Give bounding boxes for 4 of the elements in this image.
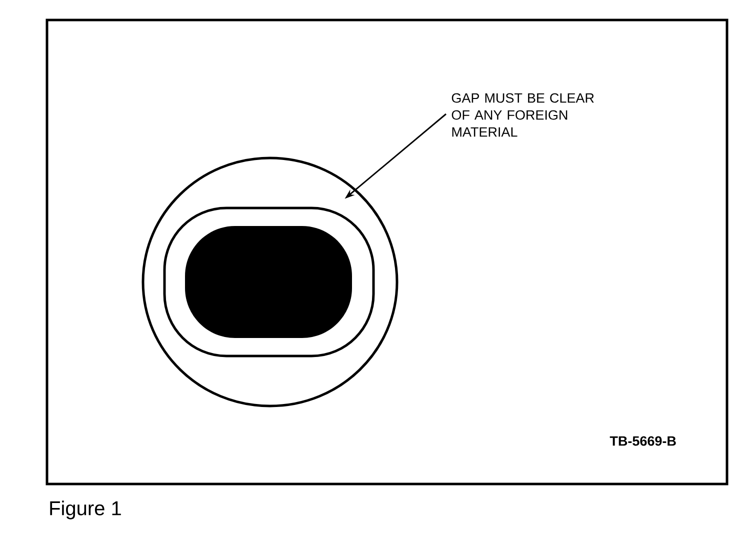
caption: Figure 1: [50, 500, 121, 520]
gap-outline: [163, 206, 375, 358]
drawing-number: TB-5669-B: [610, 436, 676, 446]
callout-text: GAP MUST BE CLEAR OF ANY FOREIGN MATERIAL: [452, 93, 594, 137]
